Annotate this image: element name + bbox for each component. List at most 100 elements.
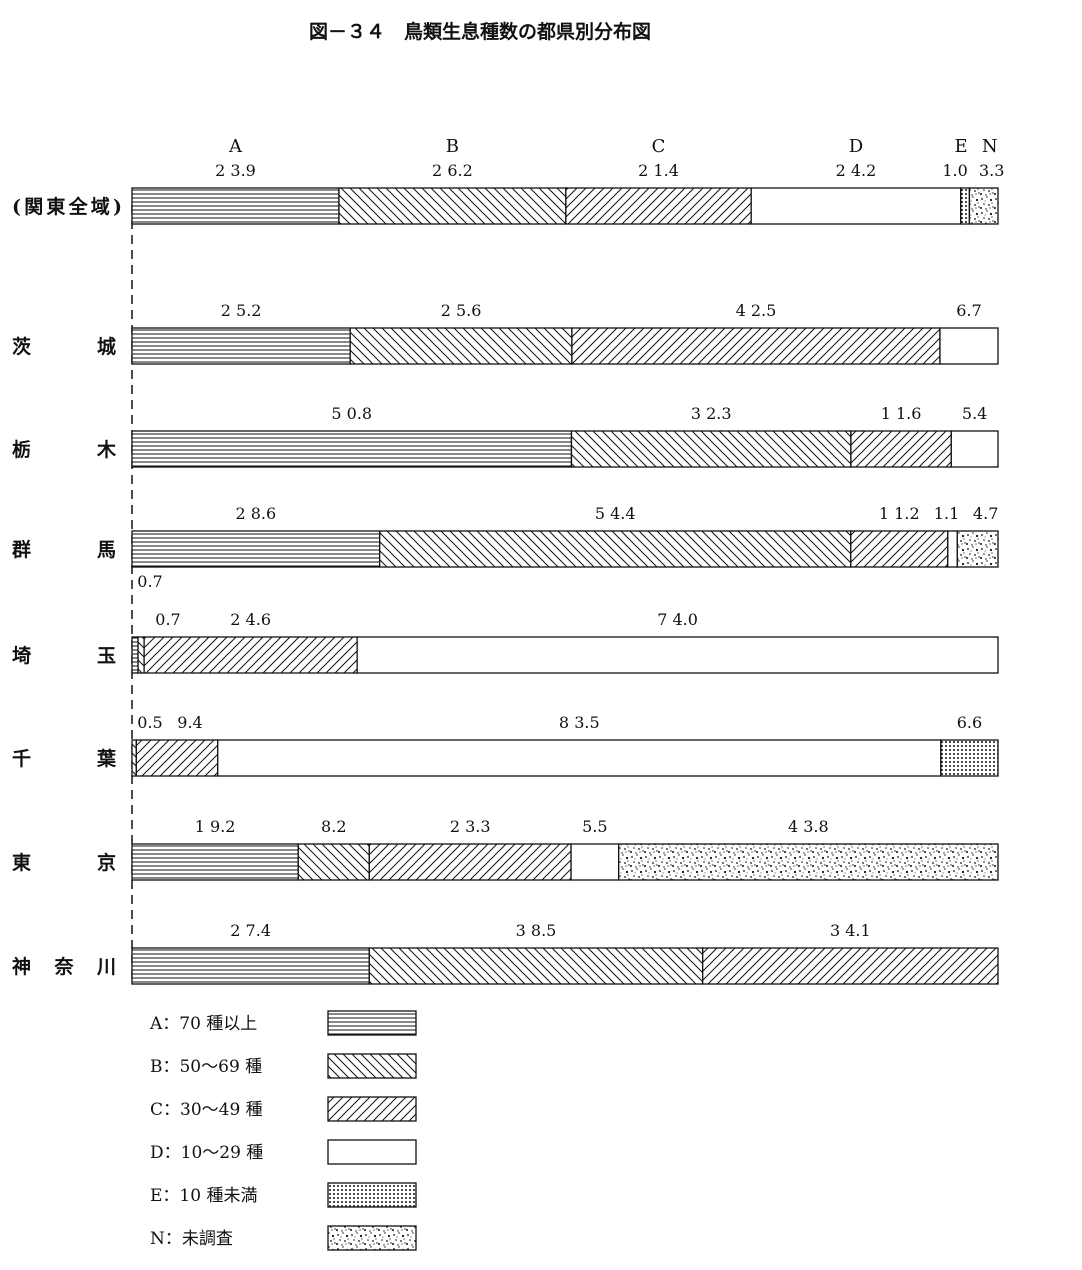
bar-segment-b	[338, 187, 567, 225]
bar-segment-e	[940, 739, 999, 777]
data-label: 8 3.5	[559, 713, 600, 732]
bar-row: 神奈川 2 7.4 3 8.5 3 4.1	[12, 921, 999, 985]
bar-segment-b	[297, 843, 370, 881]
bar-segment-c	[702, 947, 999, 985]
row-label: 栃 木	[12, 438, 117, 461]
bar-segment-c	[368, 843, 572, 881]
data-label: 2 8.6	[235, 504, 276, 523]
bar-segment-d	[570, 843, 620, 881]
bar-row: 群 馬 2 8.6 5 4.4 1 1.2 1.1 4.7	[11, 504, 999, 568]
data-label: 2 5.6	[441, 301, 482, 320]
bar-segment-d	[750, 187, 962, 225]
legend-label: A：70 種以上	[149, 1014, 257, 1034]
data-label: 1 9.2	[195, 817, 236, 836]
legend-item-c: C：30〜49 種	[150, 1096, 417, 1122]
bar-segment-a	[131, 947, 370, 985]
bar-segment-a	[131, 187, 340, 225]
legend-item-b: B：50〜69 種	[150, 1053, 417, 1079]
bar-segment-c	[850, 430, 952, 468]
bar-segment-a	[131, 636, 139, 674]
data-label: 3 4.1	[830, 921, 871, 940]
data-label: 9.4	[177, 713, 202, 732]
row-label: 神奈川	[12, 955, 116, 978]
legend-item-d: D：10〜29 種	[150, 1139, 417, 1165]
row-label: 千 葉	[12, 748, 117, 770]
legend-label: C：30〜49 種	[150, 1100, 263, 1120]
data-label: 0.7	[137, 572, 162, 591]
data-label: 3 8.5	[516, 921, 557, 940]
bar-segment-b	[379, 530, 852, 568]
legend-swatch	[327, 1225, 417, 1251]
data-label: 4 2.5	[736, 301, 777, 320]
bar-segment-n	[956, 530, 999, 568]
data-label: 7 4.0	[657, 610, 698, 629]
bar-segment-d	[939, 327, 999, 365]
header-n: N	[982, 136, 998, 157]
data-label: 5 4.4	[595, 504, 636, 523]
bar-segment-b	[570, 430, 852, 468]
bar-segment-e	[960, 187, 971, 225]
bar-segment-b	[368, 947, 704, 985]
bar-segment-c	[135, 739, 219, 777]
row-label: 茨 城	[12, 335, 116, 358]
data-label: 2 6.2	[432, 161, 473, 180]
legend-label: D：10〜29 種	[150, 1143, 263, 1163]
legend-swatch	[327, 1096, 417, 1122]
legend-label: B：50〜69 種	[150, 1057, 262, 1077]
legend-item-e: E：10 種未満	[150, 1182, 417, 1208]
data-label: 2 4.6	[230, 610, 271, 629]
header-b: B	[446, 136, 459, 157]
data-label: 5.5	[582, 817, 607, 836]
data-label: 5.4	[962, 404, 987, 423]
data-label: 3 2.3	[691, 404, 732, 423]
bar-segment-n	[618, 843, 999, 881]
bar-segment-a	[131, 843, 299, 881]
row-label: 東 京	[12, 851, 116, 874]
data-label: 2 1.4	[638, 161, 679, 180]
data-label: 6.6	[957, 713, 982, 732]
row-label: 埼 玉	[12, 644, 116, 667]
bar-segment-c	[850, 530, 949, 568]
legend-item-n: N：未調査	[150, 1225, 417, 1251]
data-label: 8.2	[321, 817, 346, 836]
data-label: 5 0.8	[331, 404, 372, 423]
bar-segment-b	[137, 636, 145, 674]
data-label: 2 3.9	[215, 161, 256, 180]
bar-segment-c	[565, 187, 752, 225]
data-label: 4.7	[973, 504, 998, 523]
header-c: C	[652, 136, 666, 157]
data-label: 4 3.8	[788, 817, 829, 836]
legend-item-a: A：70 種以上	[149, 1010, 417, 1036]
data-label: 2 5.2	[221, 301, 262, 320]
bar-row: 東 京 1 9.2 8.2 2 3.3 5.5 4 3.8	[12, 817, 999, 881]
bar-segment-c	[571, 327, 941, 365]
legend-swatch	[327, 1139, 417, 1165]
header-a: A	[228, 136, 243, 157]
legend-label: E：10 種未満	[150, 1186, 257, 1206]
bar-segment-d	[950, 430, 999, 468]
bar-segment-c	[143, 636, 358, 674]
row-label: 群 馬	[11, 538, 116, 561]
row-label: (関東全域)	[12, 195, 122, 218]
data-label: 1 1.2	[879, 504, 920, 523]
data-label: 1.0	[942, 161, 967, 180]
bar-segment-n	[968, 187, 999, 225]
legend-label: N：未調査	[150, 1229, 233, 1249]
legend: A：70 種以上 B：50〜69 種 C：30〜49 種 D：10〜29 種 E：10 …	[149, 1010, 417, 1251]
legend-swatch	[327, 1053, 417, 1079]
chart-title: 図－３４ 鳥類生息種数の都県別分布図	[309, 20, 651, 43]
bar-row: 栃 木 5 0.8 3 2.3 1 1.6 5.4	[12, 404, 999, 468]
bar-segment-a	[131, 430, 573, 468]
data-label: 1 1.6	[881, 404, 922, 423]
data-label: 2 3.3	[450, 817, 491, 836]
data-label: 2 7.4	[230, 921, 271, 940]
data-label: 1.1	[934, 504, 959, 523]
legend-swatch	[327, 1010, 417, 1036]
header-d: D	[849, 136, 863, 157]
